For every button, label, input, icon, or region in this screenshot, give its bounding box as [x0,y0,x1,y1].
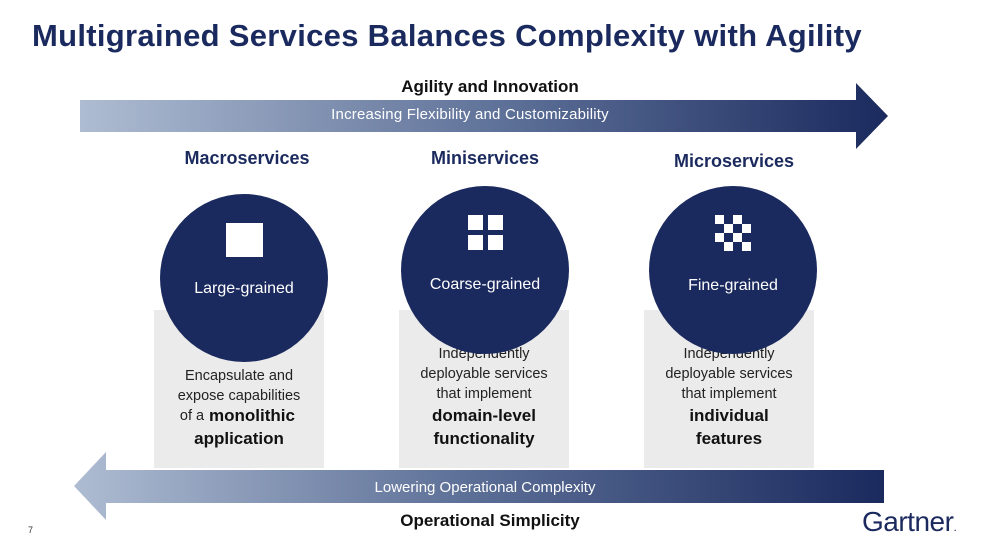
description-bold: monolithic [209,406,295,425]
bottom-left-arrow [74,452,884,520]
gartner-logo: Gartner. [862,506,957,538]
circle-label: Coarse-grained [429,276,541,293]
slide-title: Multigrained Services Balances Complexit… [32,18,862,53]
circle-large-grained: Large-grained [160,194,328,362]
logo-text: Gartner [862,506,954,537]
description-line: deployable services [420,366,548,382]
circle-label: Large-grained [194,280,294,297]
description-bold: domain-level [432,406,536,425]
checkerboard-icon [715,215,751,251]
description-bold: functionality [433,429,535,448]
circle-fine-grained: Fine-grained [649,186,817,354]
description-line: expose capabilities [177,388,301,404]
bottom-arrow-label: Operational Simplicity [400,511,580,530]
circle-label: Fine-grained [688,277,778,294]
description-line: that implement [681,386,777,402]
description-bold: features [695,429,763,448]
four-square-grid-icon [468,215,503,250]
circle-coarse-grained: Coarse-grained [401,186,569,354]
description-line: deployable services [665,366,793,382]
single-square-icon [226,223,263,257]
top-right-arrow [80,83,888,149]
column-title-macroservices: Macroservices [184,148,310,168]
column-title-miniservices: Miniservices [430,148,540,168]
description-bold: application [194,429,284,448]
description-line: that implement [436,386,532,402]
description-line: of a [179,408,205,424]
page-number: 7 [28,525,34,535]
logo-dot-icon: . [953,520,957,534]
bottom-arrow-subtitle: Lowering Operational Complexity [374,479,596,496]
column-title-microservices: Microservices [673,151,795,171]
description-line: Encapsulate and [184,368,294,384]
description-bold: individual [689,406,769,425]
top-arrow-subtitle: Increasing Flexibility and Customizabili… [331,106,609,123]
top-arrow-label: Agility and Innovation [401,77,579,96]
